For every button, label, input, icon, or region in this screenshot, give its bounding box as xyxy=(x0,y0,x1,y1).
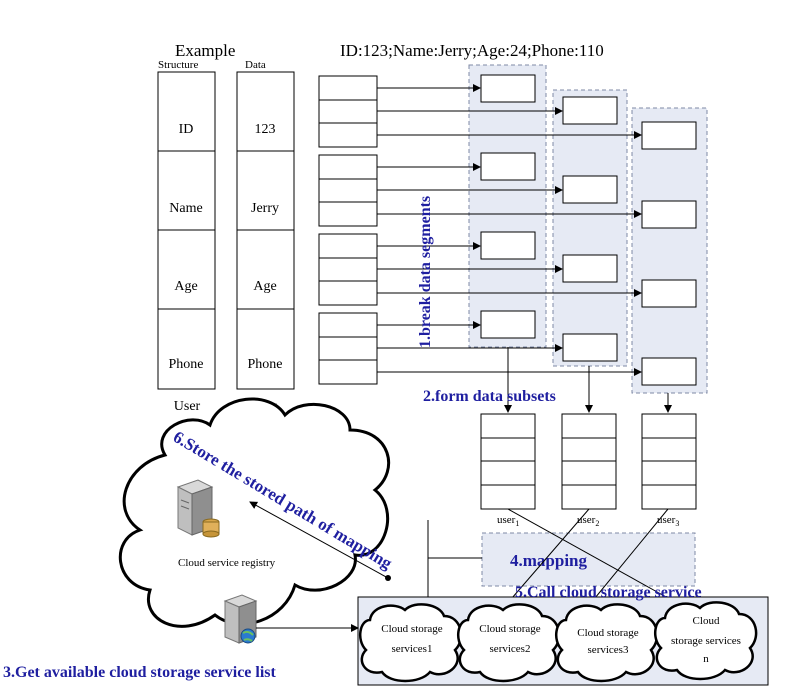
structure-header: Structure xyxy=(158,59,198,71)
step-5-label: 5.Call cloud storage service xyxy=(515,584,702,601)
structure-caption: User xyxy=(174,399,201,414)
data-cell: Phone xyxy=(248,357,283,372)
service-n-line1: Cloud xyxy=(693,615,720,627)
mapping-lines xyxy=(507,508,669,599)
structure-table: ID Name Age Phone xyxy=(157,71,216,390)
structure-cell: Age xyxy=(174,279,197,294)
service-cloud-1: Cloud storage services1 xyxy=(358,603,463,683)
data-table: 123 Jerry Age Phone xyxy=(236,71,295,390)
data-cell: Age xyxy=(253,279,276,294)
data-header: Data xyxy=(245,59,266,71)
service-2-line1: Cloud storage xyxy=(479,623,541,635)
user-table-1 xyxy=(480,413,536,510)
service-1-line2: services1 xyxy=(392,643,433,655)
step-2-label: 2.form data subsets xyxy=(423,388,556,405)
service-cloud-n: Cloud storage services n xyxy=(653,601,758,681)
user-2-label: user2 xyxy=(577,514,599,528)
segment-boxes xyxy=(480,74,697,386)
service-3-line1: Cloud storage xyxy=(577,627,639,639)
service-1-line1: Cloud storage xyxy=(381,623,443,635)
step-1-label: 1.break data segments xyxy=(417,196,434,348)
registry-cloud xyxy=(118,397,391,628)
example-title: Example xyxy=(175,41,235,60)
service-n-line3: n xyxy=(703,653,709,665)
segment-arrows xyxy=(377,84,642,376)
service-cloud-3: Cloud storage services3 xyxy=(554,603,659,683)
service-n-line2: storage services xyxy=(671,635,741,647)
step-3-label: 3.Get available cloud storage service li… xyxy=(3,664,277,681)
subset-panel-2 xyxy=(552,89,628,367)
subset-panel-3 xyxy=(631,107,708,394)
step-6-origin-dot xyxy=(385,575,391,581)
data-cell: Jerry xyxy=(251,201,279,216)
user-table-3 xyxy=(641,413,697,510)
user-3-label: user3 xyxy=(657,514,679,528)
registry-label: Cloud service registry xyxy=(178,557,276,569)
segment-group-id xyxy=(318,75,378,148)
service-2-line2: services2 xyxy=(490,643,531,655)
subset-arrows xyxy=(504,347,672,413)
structure-cell: Phone xyxy=(169,357,204,372)
mapping-panel xyxy=(481,532,696,587)
structure-cell: ID xyxy=(179,122,194,137)
structure-cell: Name xyxy=(169,201,202,216)
example-record: ID:123;Name:Jerry;Age:24;Phone:110 xyxy=(340,41,604,60)
user-1-label: user1 xyxy=(497,514,519,528)
data-cell: 123 xyxy=(255,122,276,137)
segment-group-name xyxy=(318,154,378,227)
segment-group-age xyxy=(318,233,378,306)
service-cloud-2: Cloud storage services2 xyxy=(456,603,561,683)
service-3-line2: services3 xyxy=(588,644,629,656)
subset-panel-1 xyxy=(468,64,547,348)
segment-group-phone xyxy=(318,312,378,385)
user-table-2 xyxy=(561,413,617,510)
globe-server-icon xyxy=(223,594,258,644)
step-4-label: 4.mapping xyxy=(510,551,587,570)
step-6-arrow xyxy=(249,501,389,579)
server-icon xyxy=(176,479,220,538)
